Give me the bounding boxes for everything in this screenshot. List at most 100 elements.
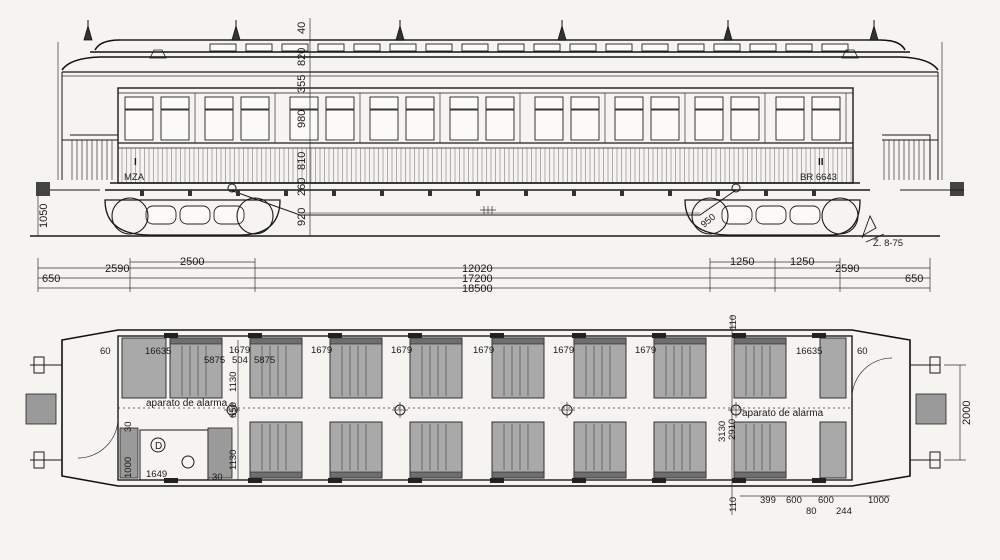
seat-bottom: [573, 421, 627, 479]
dim-plan-30-b: 30: [212, 472, 223, 483]
dim-length-2590-left: 2590: [105, 263, 129, 275]
seat-top: [409, 337, 463, 399]
dim-height-1050: 1050: [38, 204, 50, 228]
dim-height-980: 980: [296, 110, 308, 128]
roof-lamp: [395, 24, 405, 41]
dim-plan-2910: 2910: [727, 419, 738, 440]
clerestory-window: [641, 43, 669, 52]
side-window: [289, 109, 319, 141]
body-boarding: [121, 148, 852, 183]
dim-plan-1000: 1000: [868, 495, 889, 506]
side-window: [449, 109, 479, 141]
roof-lamps: [83, 20, 879, 41]
dim-plan-5875-b: 5875: [254, 355, 275, 366]
seat-back: [409, 337, 463, 345]
upper-window: [485, 96, 515, 110]
clerestory-window: [389, 43, 417, 52]
dim-plan-3130: 3130: [717, 421, 728, 442]
plan-dimensions-bottom: 399 600 600 80 244 1000: [740, 495, 890, 517]
side-window: [570, 109, 600, 141]
side-window: [614, 109, 644, 141]
side-window: [369, 109, 399, 141]
dim-length-650-right: 650: [905, 273, 923, 285]
clerestory-roof: [61, 20, 939, 77]
clerestory-windows: [209, 43, 849, 52]
clerestory-window: [209, 43, 237, 52]
dim-length-17200: 17200: [462, 273, 493, 285]
dim-plan-1130-top: 1130: [228, 372, 239, 392]
frame-bracket: [380, 190, 384, 196]
clerestory-window: [677, 43, 705, 52]
seat-back: [329, 337, 383, 345]
dim-plan-504: 504: [232, 355, 248, 366]
frame-bracket: [188, 190, 192, 196]
frame-bracket: [428, 190, 432, 196]
clerestory-window: [461, 43, 489, 52]
seat-back: [653, 337, 707, 345]
upper-window: [124, 96, 154, 110]
dim-length-12020: 12020: [462, 263, 493, 275]
dim-plan-1679-2: 1679: [311, 345, 332, 356]
seat-bottom: [491, 421, 545, 479]
dim-plan-399: 399: [760, 495, 776, 506]
clerestory-window: [317, 43, 345, 52]
window-post: [248, 478, 262, 483]
window-post: [732, 478, 746, 483]
roof-lamp: [557, 24, 567, 41]
seat-top: [329, 337, 383, 399]
roof-lamp: [231, 24, 241, 41]
frame-bracket: [764, 190, 768, 196]
dim-plan-1649: 1649: [146, 469, 167, 480]
window-post: [328, 333, 342, 338]
frame-bracket: [140, 190, 144, 196]
seat-back: [491, 337, 545, 345]
buffers-couplers: [25, 356, 947, 469]
dim-height-820: 820: [296, 48, 308, 66]
side-window: [204, 109, 234, 141]
seat-bottom: [329, 421, 383, 479]
window-post: [408, 333, 422, 338]
dim-length-650-left: 650: [42, 273, 60, 285]
seat-back: [169, 337, 223, 345]
artist-signature: Ž. 8-75: [861, 214, 903, 249]
upper-window: [570, 96, 600, 110]
side-window: [811, 109, 841, 141]
seat-back: [653, 471, 707, 479]
dim-plan-1679-5: 1679: [553, 345, 574, 356]
frame-bracket: [620, 190, 624, 196]
dim-plan-5875-a: 5875: [204, 355, 225, 366]
frame-bracket: [668, 190, 672, 196]
clerestory-window: [533, 43, 561, 52]
window-post: [652, 333, 666, 338]
seat-back: [409, 471, 463, 479]
dim-length-18500: 18500: [462, 283, 493, 295]
signature-text: Ž. 8-75: [873, 238, 903, 249]
dim-plan-244: 244: [836, 506, 852, 517]
plan-dimensions-top: 60 16635 5875 504 5875 1679 1679 1679 16…: [100, 345, 868, 366]
clerestory-window: [821, 43, 849, 52]
roof-lamp: [869, 24, 879, 41]
side-window: [405, 109, 435, 141]
alarm-label-right: aparato de alarma: [742, 408, 824, 419]
window-post: [572, 478, 586, 483]
seat-top: [169, 337, 223, 399]
seat-back: [733, 471, 787, 479]
seat-bottom: [733, 421, 787, 479]
dim-plan-600-b: 600: [818, 495, 834, 506]
side-window: [534, 109, 564, 141]
window-post: [328, 478, 342, 483]
clerestory-window: [497, 43, 525, 52]
seat-back: [329, 471, 383, 479]
upper-window: [650, 96, 680, 110]
seat-back: [249, 471, 303, 479]
window-post: [408, 478, 422, 483]
alarm-label-left: aparato de alarma: [146, 398, 228, 409]
window-post: [490, 333, 504, 338]
side-window: [160, 109, 190, 141]
dim-plan-1130-bottom: 1130: [228, 450, 239, 470]
side-window: [240, 109, 270, 141]
upper-window: [614, 96, 644, 110]
dim-length-1250-a: 1250: [730, 256, 754, 268]
